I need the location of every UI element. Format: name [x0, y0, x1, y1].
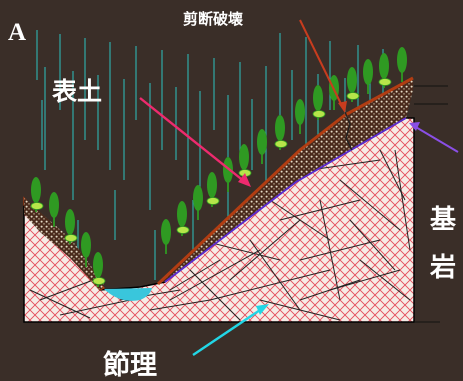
guide-lines — [414, 85, 448, 323]
joint-line — [339, 179, 401, 231]
trees — [30, 47, 407, 287]
tree — [274, 115, 288, 150]
tree — [363, 59, 373, 94]
topsoil-layer — [160, 78, 413, 282]
tree — [176, 201, 190, 236]
joint-line — [249, 239, 301, 311]
label-bedrock-1: 基 — [430, 205, 457, 235]
joint-line — [299, 239, 381, 261]
joint-line — [189, 269, 241, 321]
tree — [64, 209, 78, 244]
joint-line — [169, 259, 221, 291]
tree — [161, 219, 171, 254]
joint-lines — [29, 149, 411, 321]
tree — [397, 47, 407, 82]
tree — [257, 129, 267, 164]
topsoil-left-band — [24, 198, 104, 290]
stream-pool — [104, 288, 152, 301]
tree — [49, 192, 59, 227]
tree — [206, 172, 220, 207]
tree — [312, 85, 326, 120]
joint-line — [329, 269, 401, 291]
tree — [30, 177, 44, 212]
joint-line — [349, 219, 396, 271]
arrow-topsoil — [139, 97, 251, 187]
arrow-bedrock — [409, 122, 459, 153]
panel-letter: A — [8, 19, 26, 46]
label-bedrock-2: 岩 — [429, 253, 456, 283]
topsoil-surface-line — [156, 76, 414, 286]
joint-line — [359, 259, 411, 301]
joint-line — [59, 297, 141, 316]
joint-line — [259, 299, 341, 321]
joint-line — [279, 199, 361, 221]
label-joints: 節理 — [103, 349, 157, 381]
sliding-plane — [164, 117, 407, 283]
joint-line — [229, 219, 301, 281]
tree — [295, 99, 305, 134]
tree — [81, 232, 91, 267]
joint-line — [394, 149, 411, 251]
tree — [92, 252, 106, 287]
joint-line — [149, 299, 211, 311]
tree — [223, 157, 233, 192]
joint-line — [269, 199, 331, 241]
tree — [346, 67, 360, 102]
joint-line — [209, 269, 331, 301]
joint-line — [29, 289, 91, 319]
tree — [193, 185, 203, 220]
joint-line — [319, 199, 341, 301]
bedrock-area — [23, 117, 415, 323]
arrow-shear-failure — [299, 19, 347, 113]
arrow-joints — [192, 304, 269, 356]
label-topsoil: 表土 — [52, 77, 102, 106]
tree — [378, 53, 392, 88]
joint-line — [309, 159, 381, 171]
shear-crack — [344, 111, 353, 151]
joint-line — [169, 249, 261, 301]
label-shear-failure: 剪断破壊 — [183, 10, 243, 28]
